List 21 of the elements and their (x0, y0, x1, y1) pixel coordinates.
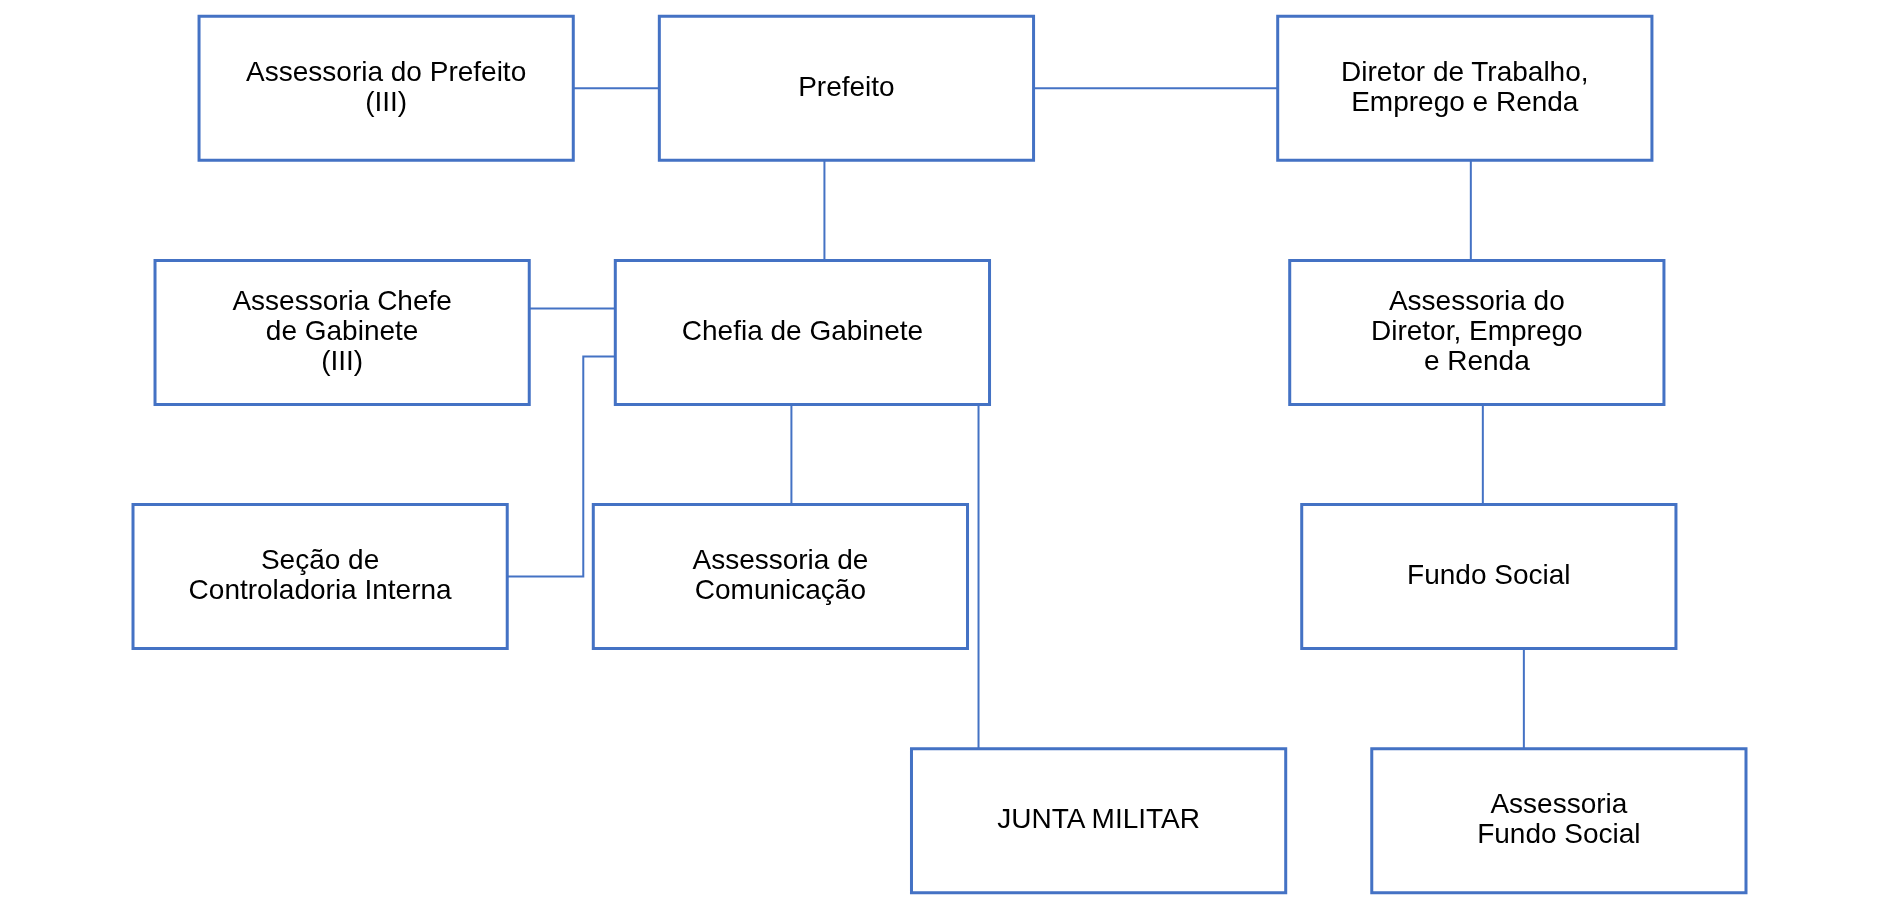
node-box: Assessoria Chefe de Gabinete (III) (153, 258, 531, 406)
node-box: Seção de Controladoria Interna (131, 503, 509, 651)
connector (977, 403, 980, 750)
connector (528, 307, 616, 310)
connector (1469, 159, 1472, 261)
node-box: JUNTA MILITAR (910, 747, 1288, 895)
node-box: Assessoria Fundo Social (1370, 747, 1748, 895)
connector (1032, 87, 1279, 90)
node-box: Assessoria do Prefeito (III) (197, 14, 575, 162)
connector (506, 355, 616, 578)
connector (572, 87, 660, 90)
connector (1522, 648, 1525, 749)
connector (1481, 404, 1484, 505)
node-box: Assessoria de Comunicação (591, 503, 969, 651)
node-box: Chefia de Gabinete (613, 258, 992, 406)
connector (790, 404, 793, 505)
node-box: Assessoria do Diretor, Emprego e Renda (1288, 258, 1666, 406)
node-box: Fundo Social (1300, 503, 1678, 651)
connector (823, 159, 826, 261)
node-box: Prefeito (657, 14, 1036, 162)
node-box: Diretor de Trabalho, Emprego e Renda (1276, 14, 1654, 162)
